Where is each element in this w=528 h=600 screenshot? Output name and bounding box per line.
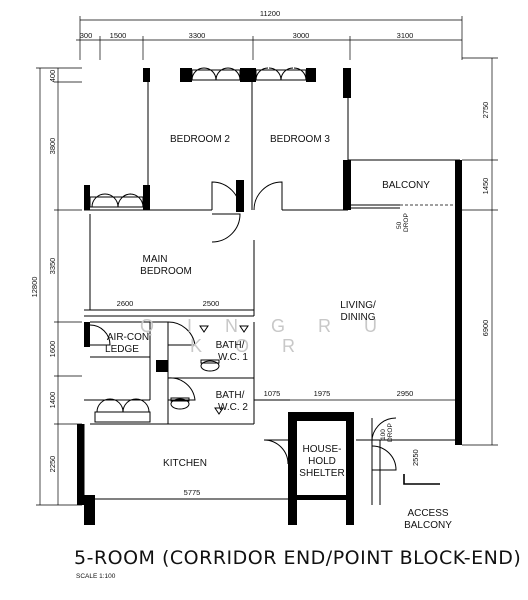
- right-dimension-lines: [462, 57, 498, 446]
- dim-top-1500: 1500: [110, 31, 127, 40]
- dim-2600: 2600: [117, 299, 134, 308]
- bath-fixtures: [170, 325, 249, 415]
- dim-left-3800: 3800: [48, 138, 57, 155]
- access-balcony-line-1: ACCESS: [407, 508, 448, 519]
- dim-2500: 2500: [203, 299, 220, 308]
- dim-top-3100: 3100: [397, 31, 414, 40]
- doors: [89, 181, 397, 471]
- room-main-bedroom-line-2: BEDROOM: [140, 266, 192, 277]
- room-main-bedroom-line-1: MAIN: [143, 254, 168, 265]
- dim-left-3350: 3350: [48, 258, 57, 275]
- dim-1075: 1075: [264, 389, 281, 398]
- dim-2950: 2950: [397, 389, 414, 398]
- room-bedroom-3: BEDROOM 3: [270, 134, 330, 145]
- room-shelter-line-3: SHELTER: [299, 468, 344, 479]
- dim-left-2250: 2250: [48, 456, 57, 473]
- dim-right-6900: 6900: [481, 320, 490, 337]
- dim-top-total: 11200: [260, 9, 280, 18]
- left-dimension-lines: [36, 67, 82, 506]
- watermark-line-1: Q I N G R U: [140, 316, 391, 336]
- dim-top-3000: 3000: [293, 31, 310, 40]
- window-swing-arcs: [91, 67, 307, 413]
- dim-5775: 5775: [184, 488, 201, 497]
- dim-left-total: 12800: [30, 277, 39, 298]
- dim-right-2750: 2750: [481, 102, 490, 119]
- room-balcony: BALCONY: [382, 180, 430, 191]
- room-aircon-line-2: LEDGE: [105, 344, 139, 355]
- dim-left-1600: 1600: [48, 341, 57, 358]
- dim-top-300: 300: [80, 31, 93, 40]
- room-bath1-line-2: W.C. 1: [218, 352, 248, 363]
- dim-2550: 2550: [411, 449, 420, 466]
- dim-left-400: 400: [48, 70, 57, 83]
- dim-top-3300: 3300: [189, 31, 206, 40]
- room-bath1-line-1: BATH/: [216, 340, 245, 351]
- room-shelter-line-2: HOLD: [308, 456, 336, 467]
- access-balcony-pipe: [403, 474, 440, 485]
- room-living-line-2: DINING: [341, 312, 376, 323]
- plan-title: 5-ROOM (CORRIDOR END/POINT BLOCK-END): [74, 547, 521, 569]
- dim-left-1400: 1400: [48, 392, 57, 409]
- dim-right-1450: 1450: [481, 178, 490, 195]
- watermark-line-2: K O R: [190, 336, 309, 356]
- room-bedroom-2: BEDROOM 2: [170, 134, 230, 145]
- drop-50-value: 50: [396, 221, 403, 229]
- drop-100-value: 100: [380, 429, 387, 440]
- room-shelter-line-1: HOUSE-: [303, 444, 342, 455]
- room-bath2-line-1: BATH/: [216, 390, 245, 401]
- room-bath2-line-2: W.C. 2: [218, 402, 248, 413]
- access-balcony-line-2: BALCONY: [404, 520, 452, 531]
- room-living-line-1: LIVING/: [340, 300, 376, 311]
- room-aircon-line-1: AIR-CON: [107, 332, 149, 343]
- drop-100-label: DROP: [387, 423, 394, 442]
- drop-50-label: DROP: [403, 213, 410, 232]
- room-kitchen: KITCHEN: [163, 458, 207, 469]
- plan-scale: SCALE 1:100: [76, 573, 116, 580]
- structural-walls: [77, 68, 462, 525]
- top-dimension-lines: [76, 16, 463, 60]
- dim-1975: 1975: [314, 389, 331, 398]
